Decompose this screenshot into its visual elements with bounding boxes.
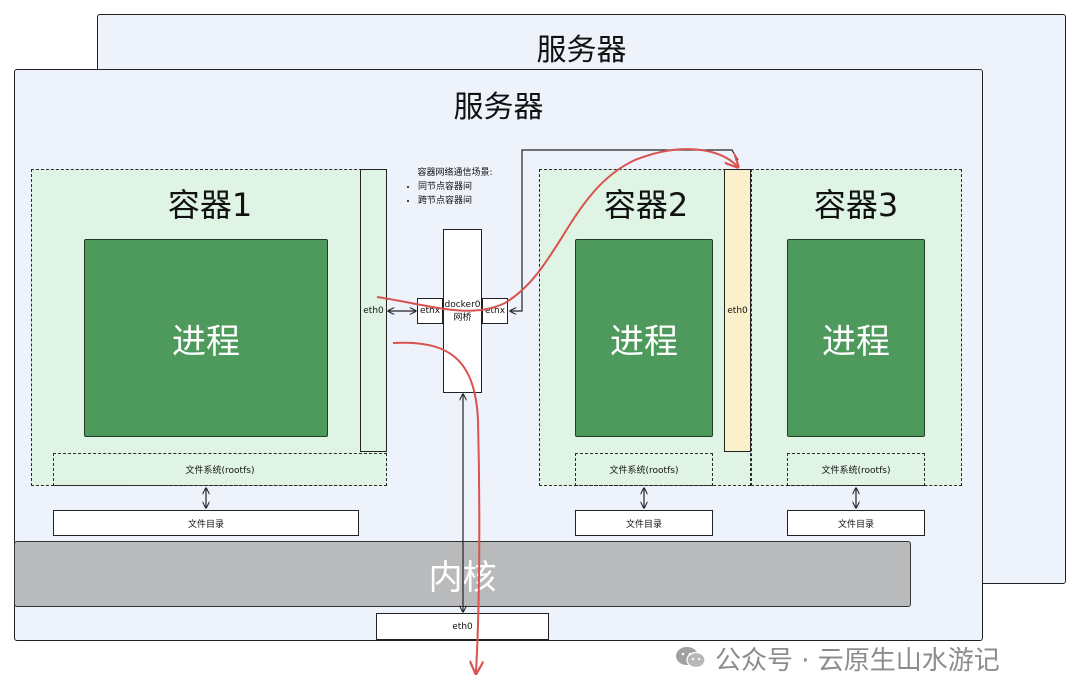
- watermark: 公众号 · 云原生山水游记: [675, 640, 1065, 676]
- container-2-eth0[interactable]: eth0: [724, 169, 751, 452]
- container-2-rootfs-label: 文件系统(rootfs): [609, 466, 679, 476]
- kernel: 内核: [14, 541, 911, 607]
- container-1-title: 容器1: [167, 186, 253, 224]
- bridge-left-port[interactable]: ethx: [417, 298, 443, 324]
- container-2-title: 容器2: [603, 186, 689, 224]
- container-3-title: 容器3: [813, 186, 899, 224]
- note-title: 容器网络通信场景:: [417, 168, 493, 178]
- bridge-type: 网桥: [453, 313, 472, 323]
- back-server-title: 服务器: [536, 33, 627, 68]
- front-server-title: 服务器: [453, 90, 544, 125]
- container-3-process: 进程: [787, 239, 925, 437]
- container-2-file-dir-label: 文件目录: [625, 519, 662, 530]
- container-1-file-dir-label: 文件目录: [187, 519, 224, 530]
- container-1-process: 进程: [84, 239, 328, 437]
- network-scenarios-note: 容器网络通信场景: 同节点容器间 跨节点容器间: [400, 166, 510, 208]
- container-1-eth0-label: eth0: [363, 305, 384, 316]
- bridge-name: docker0: [444, 300, 481, 310]
- container-2-eth0-label: eth0: [727, 305, 748, 316]
- container-1-rootfs: 文件系统(rootfs): [53, 453, 387, 486]
- container-2-file-dir: 文件目录: [575, 510, 713, 536]
- wechat-icon: [676, 647, 706, 669]
- docker0-bridge[interactable]: docker0 网桥: [443, 229, 482, 393]
- container-2-process-label: 进程: [610, 321, 678, 362]
- note-item-same-node: 同节点容器间: [418, 180, 510, 194]
- container-3-rootfs: 文件系统(rootfs): [787, 453, 925, 486]
- container-2-rootfs: 文件系统(rootfs): [575, 453, 713, 486]
- container-3-file-dir-label: 文件目录: [837, 519, 874, 530]
- kernel-label: 内核: [428, 557, 497, 598]
- container-1-file-dir: 文件目录: [53, 510, 359, 536]
- container-1-process-label: 进程: [172, 321, 240, 362]
- host-eth0[interactable]: eth0: [376, 613, 549, 640]
- bridge-right-port[interactable]: ethx: [482, 298, 508, 324]
- watermark-text: 公众号 · 云原生山水游记: [715, 645, 1000, 676]
- bridge-left-port-label: ethx: [419, 306, 441, 316]
- container-1-eth0[interactable]: eth0: [360, 169, 387, 452]
- host-eth0-label: eth0: [452, 621, 473, 632]
- bridge-right-port-label: ethx: [484, 306, 506, 316]
- container-3-process-label: 进程: [822, 321, 890, 362]
- container-3-rootfs-label: 文件系统(rootfs): [821, 466, 891, 476]
- container-2-process: 进程: [575, 239, 713, 437]
- container-3-file-dir: 文件目录: [787, 510, 925, 536]
- container-1-rootfs-label: 文件系统(rootfs): [185, 466, 255, 476]
- note-item-cross-node: 跨节点容器间: [418, 194, 510, 208]
